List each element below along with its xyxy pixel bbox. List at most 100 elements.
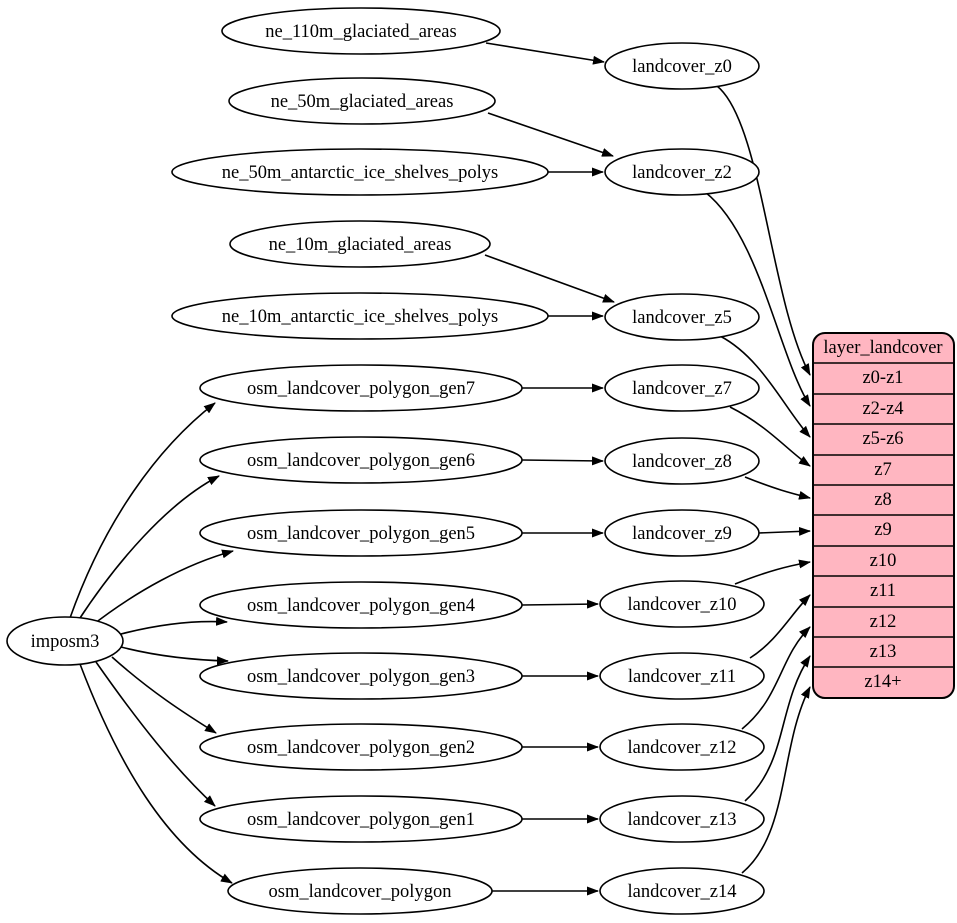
node-label: landcover_z14	[628, 882, 737, 902]
node-landcover_z2: landcover_z2	[604, 148, 760, 196]
edge-ne_10m_glaciated_areas-landcover_z5	[484, 254, 615, 303]
edge-imposm3-osm_landcover_polygon_gen7	[69, 402, 216, 619]
ellipse-shape	[227, 867, 493, 915]
node-landcover_z9: landcover_z9	[604, 509, 760, 557]
edge-imposm3-osm_landcover_polygon_gen2	[111, 656, 217, 734]
node-label: osm_landcover_polygon_gen7	[247, 379, 475, 399]
ellipse-shape	[604, 364, 760, 412]
table-row-z9: z9	[874, 520, 891, 540]
table-row-z0-z1: z0-z1	[862, 368, 903, 388]
edge-landcover_z8-row-z8	[744, 476, 811, 500]
ellipse-shape	[599, 652, 765, 700]
node-label: osm_landcover_polygon_gen4	[247, 596, 475, 616]
table-title: layer_landcover	[823, 338, 942, 358]
node-landcover_z10: landcover_z10	[599, 580, 765, 628]
ellipse-shape	[604, 293, 760, 341]
node-label: landcover_z13	[628, 810, 737, 830]
edge-ne_110m_glaciated_areas-landcover_z0	[485, 42, 605, 65]
ellipse-shape	[599, 723, 765, 771]
edge-imposm3-osm_landcover_polygon_gen5	[89, 549, 234, 628]
node-landcover_z12: landcover_z12	[599, 723, 765, 771]
ellipse-shape	[599, 580, 765, 628]
node-ne_10m_glaciated_areas: ne_10m_glaciated_areas	[229, 220, 491, 268]
ellipse-shape	[199, 364, 523, 412]
node-imposm3: imposm3	[6, 616, 124, 666]
edge-landcover_z0-row-z0-z1	[716, 85, 811, 376]
edge-landcover_z7-row-z7	[729, 406, 811, 467]
node-landcover_z7: landcover_z7	[604, 364, 760, 412]
node-ne_50m_glaciated_areas: ne_50m_glaciated_areas	[228, 77, 496, 125]
node-osm_landcover_polygon_gen3: osm_landcover_polygon_gen3	[199, 652, 523, 700]
node-osm_landcover_polygon_gen6: osm_landcover_polygon_gen6	[199, 436, 523, 484]
node-label: landcover_z2	[632, 163, 732, 183]
table-row-z7: z7	[874, 460, 891, 480]
ellipse-shape	[221, 7, 501, 55]
node-label: landcover_z11	[628, 667, 736, 687]
node-label: landcover_z9	[632, 524, 732, 544]
edge-ne_50m_glaciated_areas-landcover_z2	[487, 112, 614, 157]
node-label: ne_50m_antarctic_ice_shelves_polys	[222, 163, 498, 183]
ellipse-shape	[199, 652, 523, 700]
node-landcover_z8: landcover_z8	[604, 437, 760, 485]
edge-landcover_z11-row-z11	[749, 594, 811, 659]
edge-landcover_z5-row-z5-z6	[719, 335, 811, 438]
node-label: imposm3	[31, 632, 100, 652]
node-ne_10m_antarctic_ice_shelves_polys: ne_10m_antarctic_ice_shelves_polys	[171, 292, 549, 340]
edge-imposm3-osm_landcover_polygon_gen1	[95, 661, 216, 807]
edge-imposm3-osm_landcover_polygon_gen6	[77, 475, 220, 622]
ellipse-shape	[6, 616, 124, 666]
table-row-z11: z11	[870, 581, 896, 601]
edge-imposm3-osm_landcover_polygon_gen4	[120, 616, 228, 635]
node-landcover_z14: landcover_z14	[599, 867, 765, 915]
ellipse-shape	[604, 509, 760, 557]
node-ne_50m_antarctic_ice_shelves_polys: ne_50m_antarctic_ice_shelves_polys	[171, 148, 549, 196]
edge-landcover_z9-row-z9	[758, 526, 811, 536]
edge-landcover_z10-row-z10	[734, 559, 811, 585]
node-osm_landcover_polygon: osm_landcover_polygon	[227, 867, 493, 915]
node-landcover_z5: landcover_z5	[604, 293, 760, 341]
ellipse-shape	[199, 509, 523, 557]
ellipse-shape	[171, 292, 549, 340]
ellipse-shape	[228, 77, 496, 125]
ellipse-shape	[599, 795, 765, 843]
node-osm_landcover_polygon_gen5: osm_landcover_polygon_gen5	[199, 509, 523, 557]
table-row-z5-z6: z5-z6	[862, 429, 903, 449]
edge-imposm3-osm_landcover_polygon	[79, 663, 233, 884]
node-label: osm_landcover_polygon_gen5	[247, 524, 475, 544]
table-row-z14plus: z14+	[864, 672, 901, 692]
node-label: osm_landcover_polygon	[269, 882, 452, 902]
node-label: landcover_z5	[632, 308, 732, 328]
table-row-z8: z8	[874, 490, 891, 510]
node-landcover_z0: landcover_z0	[604, 42, 760, 90]
ellipse-shape	[599, 867, 765, 915]
edge-landcover_z2-row-z2-z4	[704, 191, 811, 407]
node-label: landcover_z8	[632, 452, 732, 472]
node-label: landcover_z0	[632, 57, 732, 77]
node-osm_landcover_polygon_gen1: osm_landcover_polygon_gen1	[199, 795, 523, 843]
node-label: osm_landcover_polygon_gen1	[247, 810, 475, 830]
node-label: ne_10m_antarctic_ice_shelves_polys	[222, 307, 498, 327]
node-layer_landcover: layer_landcover z0-z1 z2-z4 z5-z6 z7 z8 …	[812, 332, 955, 699]
node-landcover_z11: landcover_z11	[599, 652, 765, 700]
edge-imposm3-osm_landcover_polygon_gen3	[120, 646, 229, 666]
edge-landcover_z14-row-z14plus	[741, 686, 811, 874]
node-landcover_z13: landcover_z13	[599, 795, 765, 843]
ellipse-shape	[229, 220, 491, 268]
table-row-z10: z10	[870, 551, 897, 571]
node-osm_landcover_polygon_gen4: osm_landcover_polygon_gen4	[199, 581, 523, 629]
node-label: ne_50m_glaciated_areas	[271, 92, 454, 112]
ellipse-shape	[604, 148, 760, 196]
node-osm_landcover_polygon_gen7: osm_landcover_polygon_gen7	[199, 364, 523, 412]
edge-landcover_z13-row-z13	[744, 655, 811, 802]
node-label: osm_landcover_polygon_gen6	[247, 451, 475, 471]
ellipse-shape	[199, 795, 523, 843]
node-ne_110m_glaciated_areas: ne_110m_glaciated_areas	[221, 7, 501, 55]
node-label: osm_landcover_polygon_gen3	[247, 667, 475, 687]
ellipse-shape	[171, 148, 549, 196]
ellipse-shape	[604, 437, 760, 485]
ellipse-shape	[604, 42, 760, 90]
node-label: landcover_z10	[628, 595, 737, 615]
edge-osm_landcover_polygon_gen6-landcover_z8	[521, 456, 604, 466]
